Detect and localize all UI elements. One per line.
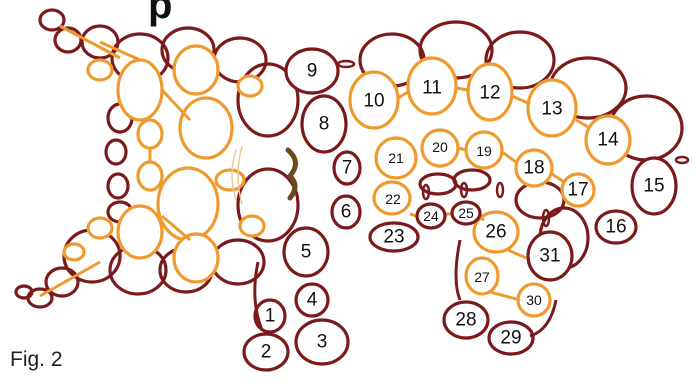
label-20: 20 — [432, 139, 448, 155]
label-1: 1 — [265, 306, 276, 327]
label-26: 26 — [485, 222, 506, 243]
label-21: 21 — [388, 150, 404, 166]
label-24: 24 — [423, 208, 439, 224]
label-7: 7 — [342, 158, 353, 179]
label-3: 3 — [317, 332, 328, 353]
label-9: 9 — [307, 61, 318, 82]
label-17: 17 — [567, 180, 588, 201]
label-23: 23 — [383, 227, 404, 248]
head-outer-chain — [16, 10, 298, 307]
label-5: 5 — [301, 242, 312, 263]
label-22: 22 — [385, 191, 401, 207]
label-6: 6 — [341, 202, 352, 223]
label-19: 19 — [476, 143, 492, 159]
label-27: 27 — [474, 269, 490, 285]
label-15: 15 — [643, 176, 664, 197]
title-fragment: p — [148, 0, 172, 27]
label-10: 10 — [363, 91, 384, 112]
label-25: 25 — [458, 205, 474, 221]
label-2: 2 — [261, 342, 272, 363]
label-29: 29 — [500, 328, 521, 349]
label-18: 18 — [523, 158, 544, 179]
label-14: 14 — [597, 130, 619, 151]
label-4: 4 — [307, 290, 318, 311]
label-13: 13 — [541, 99, 562, 120]
label-31: 31 — [539, 246, 560, 267]
figure-caption: Fig. 2 — [10, 348, 63, 371]
label-28: 28 — [455, 310, 476, 331]
label-30: 30 — [526, 292, 542, 308]
picot-arcs — [288, 150, 296, 198]
label-16: 16 — [605, 217, 626, 238]
label-8: 8 — [319, 114, 330, 135]
label-12: 12 — [479, 83, 500, 104]
label-11: 11 — [422, 78, 442, 99]
